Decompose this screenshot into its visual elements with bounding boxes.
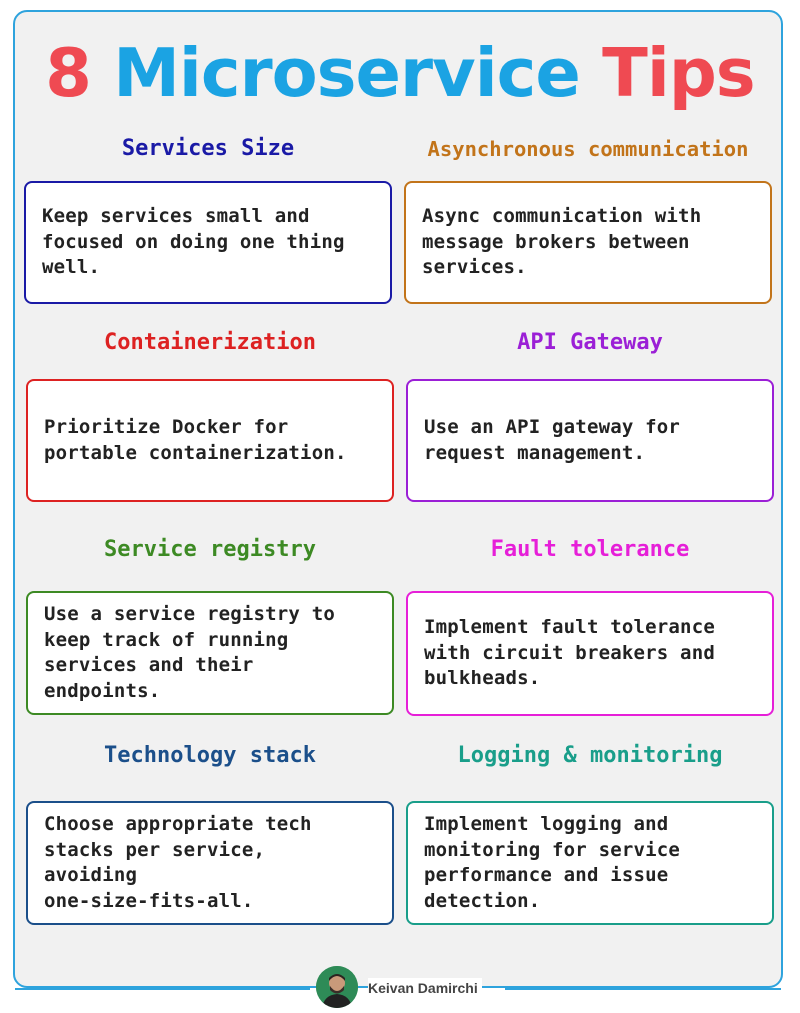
tip-card-technology-stack: Choose appropriate tech stacks per servi…: [26, 801, 394, 925]
tip-card-logging-monitoring: Implement logging and monitoring for ser…: [406, 801, 774, 925]
tip-heading-fault-tolerance: Fault tolerance: [490, 537, 690, 562]
title-tips: Tips: [579, 34, 756, 112]
author-avatar: [316, 966, 358, 1008]
tip-text: Use a service registry to keep track of …: [44, 603, 335, 702]
author-name: Keivan Damirchi: [368, 978, 482, 998]
tip-heading-containerization: Containerization: [104, 330, 316, 355]
tip-heading-service-registry: Service registry: [104, 537, 316, 562]
tip-card-containerization: Prioritize Docker for portable container…: [26, 379, 394, 502]
title-number: 8: [45, 34, 114, 112]
page-title: 8 Microservice Tips: [0, 28, 800, 118]
tip-text: Implement fault tolerance with circuit b…: [424, 616, 715, 690]
tip-card-async-communication: Async communication with message brokers…: [404, 181, 772, 304]
tip-heading-logging-monitoring: Logging & monitoring: [457, 743, 723, 768]
footer-line-left: [15, 988, 310, 990]
tip-text: Keep services small and focused on doing…: [42, 205, 345, 279]
tip-card-fault-tolerance: Implement fault tolerance with circuit b…: [406, 591, 774, 716]
footer-line-right: [505, 988, 781, 990]
tip-heading-technology-stack: Technology stack: [104, 743, 316, 768]
tip-heading-services-size: Services Size: [121, 136, 295, 161]
tip-text: Async communication with message brokers…: [422, 205, 702, 279]
tip-heading-api-gateway: API Gateway: [517, 330, 663, 355]
tip-text: Choose appropriate tech stacks per servi…: [44, 813, 312, 912]
tip-card-api-gateway: Use an API gateway for request managemen…: [406, 379, 774, 502]
tip-text: Implement logging and monitoring for ser…: [424, 813, 681, 912]
avatar-portrait-icon: [316, 966, 358, 1008]
tip-card-service-registry: Use a service registry to keep track of …: [26, 591, 394, 715]
tip-text: Use an API gateway for request managemen…: [424, 416, 681, 464]
tip-text: Prioritize Docker for portable container…: [44, 416, 347, 464]
tip-card-services-size: Keep services small and focused on doing…: [24, 181, 392, 304]
title-word: Microservice: [113, 34, 581, 112]
tip-heading-async-communication: Asynchronous communication: [427, 137, 749, 161]
